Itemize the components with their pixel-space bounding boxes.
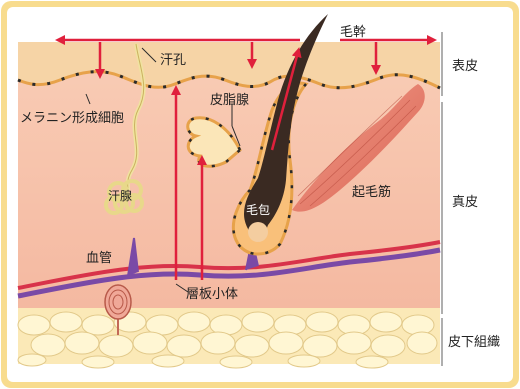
- label-dermis: 真皮: [452, 195, 478, 210]
- label-blood-vessel: 血管: [86, 251, 112, 266]
- label-arrector-pili: 起毛筋: [352, 184, 391, 200]
- label-lamellar-corpuscle: 層板小体: [186, 287, 238, 302]
- label-sweat-gland: 汗腺: [108, 189, 132, 203]
- label-sweat-pore: 汗孔: [160, 53, 186, 68]
- label-sebaceous-gland: 皮脂腺: [210, 93, 249, 108]
- label-epidermis: 表皮: [452, 59, 478, 74]
- hair-papilla: [248, 222, 268, 242]
- label-melanocyte: メラニン形成細胞: [20, 111, 124, 126]
- label-hair-shaft: 毛幹: [340, 24, 366, 40]
- label-hair-follicle: 毛包: [246, 203, 270, 217]
- label-subcutis: 皮下組織: [448, 335, 500, 350]
